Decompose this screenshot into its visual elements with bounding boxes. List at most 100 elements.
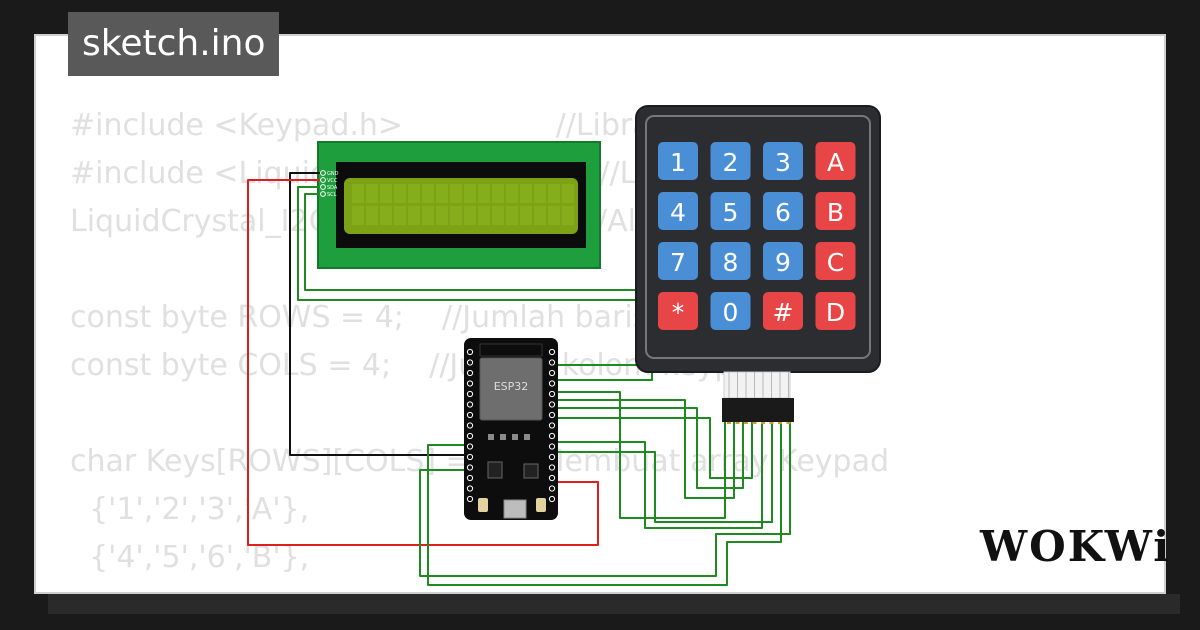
key-*[interactable]: * (658, 292, 698, 330)
lcd-character-cells (352, 184, 574, 225)
esp32-module (479, 357, 543, 421)
esp32-pin (548, 443, 556, 450)
key-cap (710, 242, 751, 280)
esp32-pin (548, 401, 556, 408)
key-label: * (672, 298, 685, 327)
key-A[interactable]: A (815, 142, 856, 180)
key-B[interactable]: B (815, 192, 856, 230)
lcd-cell (562, 206, 574, 225)
lcd-cell (492, 206, 504, 225)
esp32-usb-chip (523, 463, 539, 479)
esp32-pin (466, 401, 474, 408)
sketch-title: sketch.ino (68, 12, 280, 76)
lcd-cell (548, 184, 560, 203)
esp32-boot-button[interactable] (478, 498, 488, 512)
esp32-pin (466, 432, 474, 440)
key-cap (710, 142, 751, 180)
key-label: 9 (775, 248, 791, 277)
esp32-pin (548, 464, 556, 471)
key-label: A (827, 148, 844, 177)
lcd-cell (464, 206, 476, 225)
wire-lcd-vcc[interactable] (247, 179, 599, 546)
esp32-smd-3 (512, 434, 518, 440)
esp32-pin (548, 453, 556, 461)
key-label: 1 (670, 148, 686, 177)
esp32-pin (548, 422, 556, 429)
lcd-cell (506, 184, 518, 203)
lcd-cell (534, 206, 546, 225)
key-label: D (826, 298, 845, 327)
lcd-cell (464, 184, 476, 203)
key-8[interactable]: 8 (710, 242, 751, 280)
lcd-cell (492, 184, 504, 203)
keypad-border (645, 115, 871, 359)
key-cap (763, 292, 803, 330)
key-C[interactable]: C (815, 242, 856, 280)
key-4[interactable]: 4 (658, 192, 698, 230)
key-6[interactable]: 6 (763, 192, 803, 230)
wires (247, 172, 791, 586)
wire-keypad-8[interactable] (419, 422, 791, 577)
wire-keypad-5[interactable] (556, 422, 763, 529)
lcd-cell (450, 206, 462, 225)
code-line: #include <Keypad.h> //Library (70, 108, 681, 143)
wire-keypad-2[interactable] (556, 399, 735, 499)
key-label: C (827, 248, 844, 277)
lcd-cell (366, 206, 378, 225)
esp32-smd-4 (524, 434, 530, 440)
wire-keypad-4[interactable] (556, 417, 753, 479)
esp32-en-button[interactable] (536, 498, 546, 512)
key-D[interactable]: D (815, 292, 856, 330)
key-#[interactable]: # (763, 292, 803, 330)
lcd-cell (478, 206, 490, 225)
esp32-regulator (487, 461, 503, 479)
key-3[interactable]: 3 (763, 142, 803, 180)
esp32-board[interactable]: ESP32 (464, 338, 558, 520)
lcd-cell (352, 206, 364, 225)
key-label: 8 (723, 248, 739, 277)
esp32-pin (548, 474, 556, 482)
wire-keypad-1[interactable] (556, 391, 726, 519)
key-cap (815, 292, 856, 330)
code-line: const byte ROWS = 4; //Jumlah baris (70, 300, 649, 335)
lcd-pin-header: GND VCC SDA SCL (320, 170, 339, 198)
esp32-label: ESP32 (494, 380, 529, 393)
esp32-pin (466, 359, 474, 366)
lcd-cell (436, 184, 448, 203)
lcd-cell (394, 206, 406, 225)
lcd-pin-sda: SDA (327, 185, 338, 191)
wire-keypad-6[interactable] (556, 422, 773, 523)
wire-lcd-scl[interactable] (304, 193, 653, 381)
esp32-pins (466, 348, 556, 503)
esp32-pin (548, 390, 556, 398)
key-5[interactable]: 5 (710, 192, 751, 230)
lcd-cell (520, 184, 532, 203)
wire-keypad-3[interactable] (556, 407, 744, 489)
keypad-connector (722, 398, 794, 422)
key-label: 4 (670, 198, 686, 227)
wire-lcd-sda[interactable] (297, 186, 641, 366)
esp32-pin (466, 485, 474, 492)
esp32-usb-port (503, 499, 527, 519)
key-9[interactable]: 9 (763, 242, 803, 280)
esp32-pin (548, 369, 556, 377)
key-7[interactable]: 7 (658, 242, 698, 280)
lcd-cell (380, 184, 392, 203)
esp32-pin (548, 485, 556, 492)
key-2[interactable]: 2 (710, 142, 751, 180)
key-cap (763, 142, 803, 180)
wire-keypad-7[interactable] (427, 422, 782, 586)
esp32-pin (466, 411, 474, 419)
code-line: {'7','8','9','C'}, (70, 582, 889, 592)
lcd-module[interactable]: GND VCC SDA SCL (317, 141, 601, 269)
key-label: 2 (723, 148, 739, 177)
key-0[interactable]: 0 (710, 292, 751, 330)
esp32-pin (466, 474, 474, 482)
wire-lcd-gnd[interactable] (289, 172, 466, 456)
lcd-cell (450, 184, 462, 203)
lcd-cell (408, 206, 420, 225)
esp32-pin (466, 380, 474, 387)
key-1[interactable]: 1 (658, 142, 698, 180)
